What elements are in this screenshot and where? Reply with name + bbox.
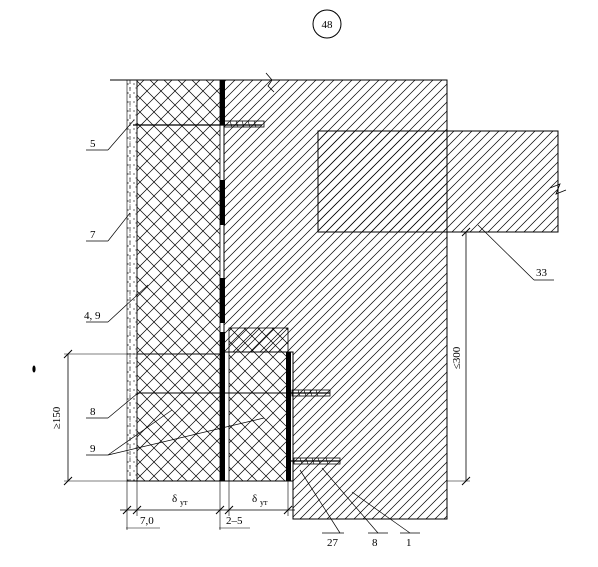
dimension-chain-bottom [120, 481, 295, 516]
callout-33: 33 [477, 224, 554, 281]
anchor-upper [133, 120, 265, 128]
stray-mark [32, 365, 36, 373]
adhesive-strip [220, 80, 225, 481]
callout-1: 1 [351, 491, 420, 549]
gap-labels: 7,0 2–5 [126, 515, 250, 530]
gap-outer-value: 7,0 [140, 515, 154, 527]
max-height-value: ≤300 [451, 346, 463, 369]
adhesive-strip-lower [286, 352, 291, 481]
sheet-number-badge: 48 [312, 9, 342, 39]
callout-27-label: 27 [327, 537, 339, 549]
callout-33-label: 33 [536, 267, 548, 279]
slab-break-mark [549, 183, 567, 195]
thickness-label-inner: δ ут [252, 493, 268, 507]
floor-slab [317, 130, 559, 233]
thickness-subscript-inner: ут [260, 498, 268, 507]
insulation-firebreak-outer [136, 353, 221, 482]
callout-7-label: 7 [90, 229, 96, 241]
callout-8-bottom-label: 8 [372, 537, 378, 549]
callout-8-left-label: 8 [90, 406, 96, 418]
callout-7: 7 [86, 212, 131, 242]
anchor-lower [288, 457, 341, 465]
callout-8-left: 8 [86, 392, 139, 419]
dimension-min-height: ≥150 [51, 349, 137, 486]
callout-1-label: 1 [406, 537, 412, 549]
callout-8-bottom: 8 [321, 467, 388, 549]
insulation-upper [136, 79, 221, 355]
callout-9-label: 9 [90, 443, 96, 455]
min-height-value: ≥150 [51, 406, 63, 429]
callout-4-9-label: 4, 9 [84, 310, 101, 322]
callout-27: 27 [299, 469, 344, 549]
callout-5-label: 5 [90, 138, 96, 150]
insulation-firebreak-inner [228, 327, 289, 482]
plaster-layer [126, 79, 138, 482]
callout-5: 5 [86, 119, 135, 151]
anchor-middle [288, 389, 331, 397]
thickness-symbol-outer: δ [172, 493, 177, 505]
gap-inner-value: 2–5 [226, 515, 243, 527]
thickness-symbol-inner: δ [252, 493, 257, 505]
callout-9: 9 [86, 409, 265, 456]
dimension-max-height: ≤300 [447, 227, 471, 486]
thickness-subscript-outer: ут [180, 498, 188, 507]
sheet-number: 48 [322, 19, 334, 31]
thickness-label-outer: δ ут [172, 493, 188, 507]
wall-break-mark [265, 72, 275, 93]
callout-4-9: 4, 9 [84, 284, 149, 323]
